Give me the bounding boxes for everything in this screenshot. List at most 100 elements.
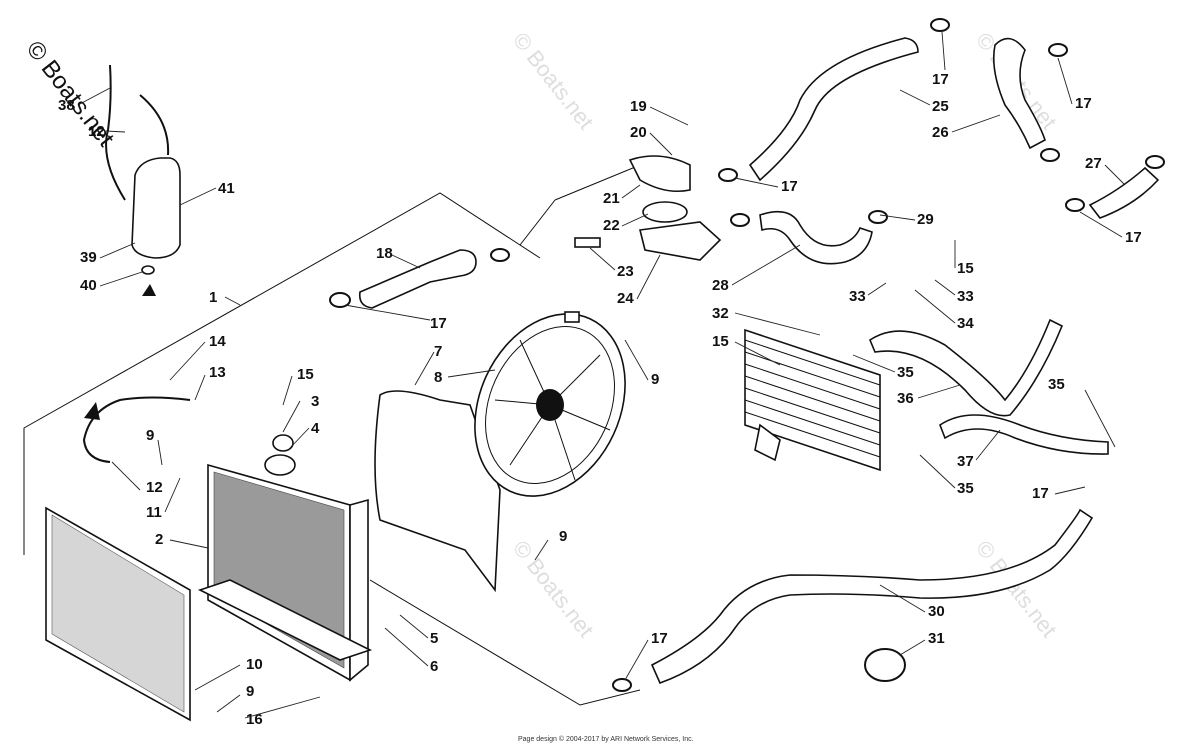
callout-34: 34 <box>957 315 974 332</box>
leader-2 <box>169 539 209 549</box>
callout-9c: 9 <box>559 528 567 545</box>
callout-6: 6 <box>430 658 438 675</box>
leader-19 <box>649 106 689 126</box>
leader-37 <box>975 429 1001 461</box>
callout-35c: 35 <box>957 480 974 497</box>
leader-15c <box>734 341 781 366</box>
callout-27: 27 <box>1085 155 1102 172</box>
leader-17d <box>1079 211 1123 238</box>
callout-11: 11 <box>146 504 162 521</box>
hose-37 <box>939 414 1109 455</box>
leader-17f <box>1054 486 1086 495</box>
callout-9d: 9 <box>246 683 254 700</box>
leader-17c <box>1057 57 1073 105</box>
callout-3: 3 <box>311 393 319 410</box>
leader-1 <box>224 296 241 306</box>
leader-4 <box>289 427 310 449</box>
hose-27 <box>1088 166 1160 219</box>
leader-5 <box>399 614 429 639</box>
leader-17a <box>344 304 431 321</box>
callout-17b: 17 <box>932 71 949 88</box>
leader-7 <box>414 351 435 386</box>
page-footer: Page design © 2004-2017 by ARI Network S… <box>518 736 694 743</box>
clamp-31 <box>864 648 906 682</box>
leader-33a <box>867 282 887 296</box>
leader-17b <box>941 31 946 71</box>
hose-30 <box>650 508 1094 685</box>
leader-10 <box>194 664 241 691</box>
leader-40 <box>99 271 143 287</box>
leader-34 <box>914 289 956 324</box>
callout-9a: 9 <box>651 371 659 388</box>
leader-9d <box>216 694 241 713</box>
leader-15a <box>282 375 293 406</box>
callout-labels: 1 2 3 4 5 6 7 8 9 9 9 9 10 11 12 12 13 1… <box>58 31 1142 728</box>
leader-29 <box>879 214 916 221</box>
callout-9b: 9 <box>146 427 154 444</box>
leader-13 <box>194 374 206 401</box>
leader-39 <box>99 242 136 259</box>
leader-21 <box>621 184 641 199</box>
callout-1: 1 <box>209 289 217 306</box>
callout-33b: 33 <box>957 288 974 305</box>
assembly-bracket-top-2 <box>554 164 641 201</box>
leader-36 <box>917 384 961 399</box>
leader-30 <box>879 584 926 613</box>
leader-6 <box>384 627 429 667</box>
callout-13: 13 <box>209 364 226 381</box>
callout-4: 4 <box>311 420 320 437</box>
leader-12a <box>111 461 141 491</box>
callout-7: 7 <box>434 343 442 360</box>
leader-23 <box>589 247 616 271</box>
leader-17g <box>624 639 649 681</box>
leader-14 <box>169 341 206 381</box>
radiator-assembly-bracket <box>23 192 541 555</box>
hose-18 <box>358 249 477 309</box>
callout-17d: 17 <box>1125 229 1142 246</box>
callout-15c: 15 <box>712 333 729 350</box>
callout-35a: 35 <box>897 364 914 381</box>
callout-5: 5 <box>430 630 438 647</box>
callout-12a: 12 <box>146 479 163 496</box>
leader-35c <box>919 454 956 489</box>
callout-37: 37 <box>957 453 974 470</box>
callout-18: 18 <box>376 245 393 262</box>
callout-2: 2 <box>155 531 163 548</box>
callout-23: 23 <box>617 263 634 280</box>
leader-24 <box>636 254 661 300</box>
leader-28 <box>731 244 801 286</box>
callout-17e: 17 <box>781 178 798 195</box>
callout-17c: 17 <box>1075 95 1092 112</box>
leader-9a <box>624 339 649 381</box>
leader-3 <box>282 400 301 433</box>
leader-20 <box>649 132 673 156</box>
hose-clamps <box>329 18 1165 692</box>
callout-35b: 35 <box>1048 376 1065 393</box>
callout-12b: 12 <box>88 123 105 140</box>
leader-33b <box>934 279 956 296</box>
callout-15b: 15 <box>957 260 974 277</box>
callout-41: 41 <box>218 180 235 197</box>
leader-18 <box>391 254 421 269</box>
callout-20: 20 <box>630 124 647 141</box>
callout-39: 39 <box>80 249 97 266</box>
callout-24: 24 <box>617 290 634 307</box>
callout-19: 19 <box>630 98 647 115</box>
leader-12b <box>105 130 126 133</box>
leader-35a <box>852 354 896 373</box>
callout-14: 14 <box>209 333 226 350</box>
hose-25 <box>748 37 919 182</box>
leader-41 <box>179 187 217 206</box>
callout-25: 25 <box>932 98 949 115</box>
leader-26 <box>951 114 1001 133</box>
assembly-bracket-lower <box>369 579 641 706</box>
callout-33a: 33 <box>849 288 866 305</box>
overflow-tank <box>105 64 181 296</box>
callout-30: 30 <box>928 603 945 620</box>
radiator-screen <box>45 506 191 722</box>
callout-10: 10 <box>246 656 263 673</box>
callout-16: 16 <box>246 711 263 728</box>
leader-17e <box>734 177 779 188</box>
callout-15a: 15 <box>297 366 314 383</box>
callout-40: 40 <box>80 277 97 294</box>
